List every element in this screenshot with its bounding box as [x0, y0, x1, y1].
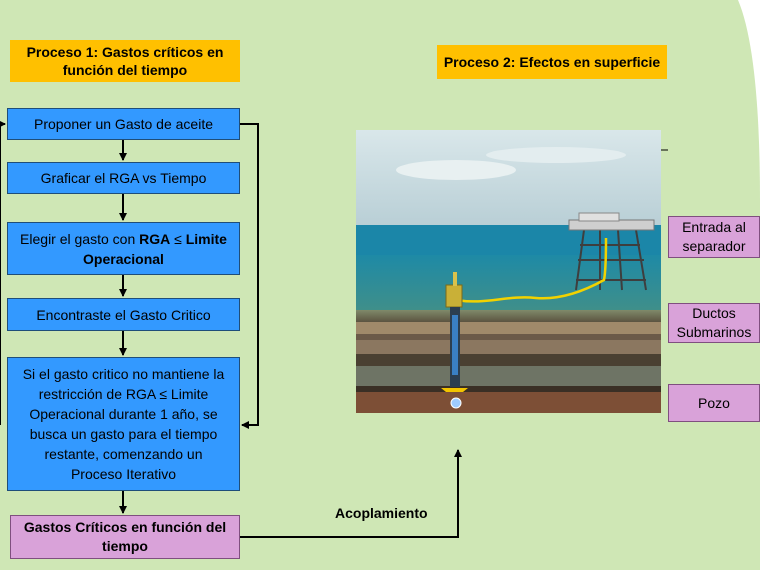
loop-right-feedback — [240, 123, 259, 429]
process2-title: Proceso 2: Efectos en superficie — [437, 45, 667, 79]
step-propose-rate: Proponer un Gasto de aceite — [7, 108, 240, 140]
coupling-arrow — [240, 449, 462, 538]
label-separator-inlet: Entrada al separador — [668, 216, 760, 258]
step-plot-rga: Graficar el RGA vs Tiempo — [7, 162, 240, 194]
process1-title: Proceso 1: Gastos críticos en función de… — [10, 40, 240, 82]
step-critical-rate: Encontraste el Gasto Critico — [7, 298, 240, 331]
step-iterative-process: Si el gasto critico no mantiene la restr… — [7, 357, 240, 491]
label-subsea-pipelines: Ductos Submarinos — [668, 303, 760, 343]
coupling-label: Acoplamiento — [335, 505, 428, 521]
loop-left-feedback — [0, 120, 6, 425]
step-choose-rate: Elegir el gasto con RGA ≤ Limite Operaci… — [7, 222, 240, 275]
label-well: Pozo — [668, 384, 760, 422]
output-critical-rates: Gastos Críticos en función del tiempo — [10, 515, 240, 559]
offshore-scene-illustration — [356, 130, 661, 413]
